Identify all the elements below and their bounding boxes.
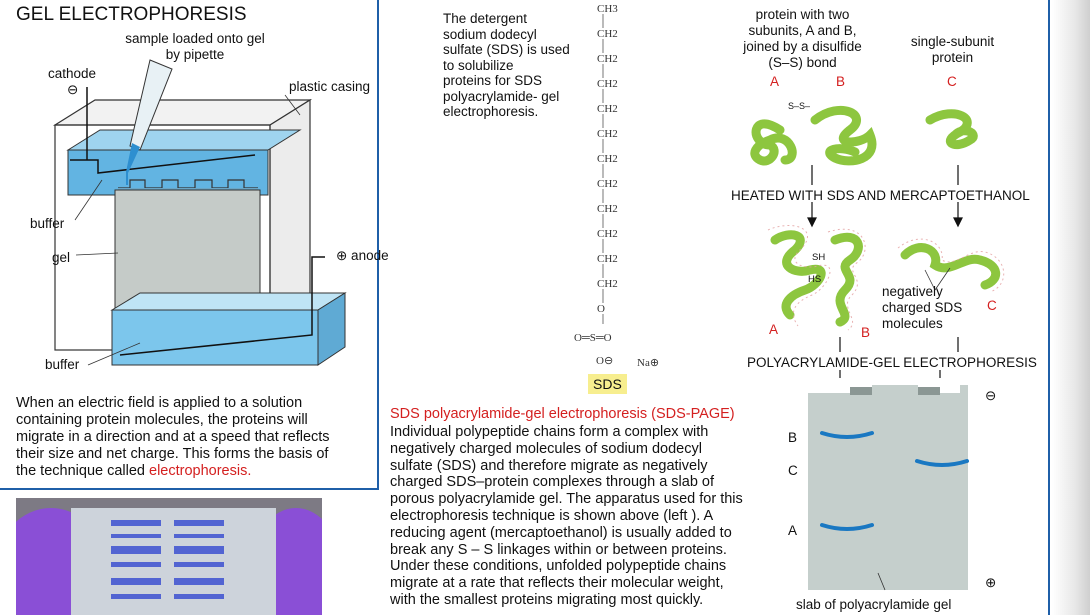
label-cathode: cathode <box>48 66 97 81</box>
right-edge-strip <box>1052 0 1090 615</box>
sds-bond-line <box>602 14 604 324</box>
label-anode: ⊕ anode <box>336 248 389 263</box>
letter-b-mid: B <box>861 325 871 340</box>
label-ss: S–S– <box>788 101 811 111</box>
gel-apparatus-diagram <box>52 59 347 366</box>
label-protein-two: protein with two subunits, A and B, join… <box>743 7 862 70</box>
letter-b-top: B <box>836 74 846 89</box>
gel-photo <box>16 498 322 615</box>
right-frame-line <box>1048 0 1050 615</box>
sds-sodium: Na⊕ <box>637 357 660 369</box>
letter-c-mid: C <box>987 298 997 313</box>
label-hs: HS <box>808 274 822 285</box>
label-page: POLYACRYLAMIDE-GEL ELECTROPHORESIS <box>747 355 1037 370</box>
gel-slab-diagram <box>808 385 969 591</box>
label-slab: slab of polyacrylamide gel <box>796 597 952 612</box>
label-negatively-charged: negatively charged SDS molecules <box>882 284 963 331</box>
sds-structure: CH3 CH2 CH2 CH2 CH2 CH2 CH2 CH2 CH2 CH2 … <box>597 3 618 315</box>
label-heated: HEATED WITH SDS AND MERCAPTOETHANOL <box>731 188 1030 203</box>
sds-intro: The detergent sodium dodecyl sulfate (SD… <box>443 11 570 119</box>
sds-page-heading: SDS polyacrylamide-gel electrophoresis (… <box>390 406 735 422</box>
label-buffer-bottom: buffer <box>45 357 80 372</box>
label-sh: SH <box>812 252 826 263</box>
label-gel: gel <box>52 250 71 265</box>
panel-title: GEL ELECTROPHORESIS <box>16 4 247 25</box>
label-single-subunit: single-subunit protein <box>910 34 995 65</box>
gel-plus-icon: ⊕ <box>985 575 997 590</box>
label-sample: sample loaded onto gel by pipette <box>125 31 265 62</box>
label-plastic-casing: plastic casing <box>289 79 371 94</box>
band-label-c: C <box>788 463 798 478</box>
sds-ominus: O⊖ <box>596 355 614 367</box>
letter-a-mid: A <box>769 322 779 337</box>
protein-diagram <box>750 106 1005 378</box>
letter-c-top: C <box>947 74 957 89</box>
left-caption: When an electric field is applied to a s… <box>16 395 330 479</box>
gel-minus-icon: ⊖ <box>985 388 997 403</box>
band-label-b: B <box>788 430 798 445</box>
left-panel-frame <box>0 0 379 490</box>
letter-a-top: A <box>770 74 780 89</box>
label-buffer-top: buffer <box>30 216 65 231</box>
sds-page-body: Individual polypeptide chains form a com… <box>390 424 743 608</box>
band-label-a: A <box>788 523 798 538</box>
gel-photo-image <box>16 498 322 615</box>
sds-badge: SDS <box>588 374 627 394</box>
sds-sulfonate: O═S═O <box>574 332 612 344</box>
cathode-sign-icon: ⊖ <box>67 82 79 97</box>
